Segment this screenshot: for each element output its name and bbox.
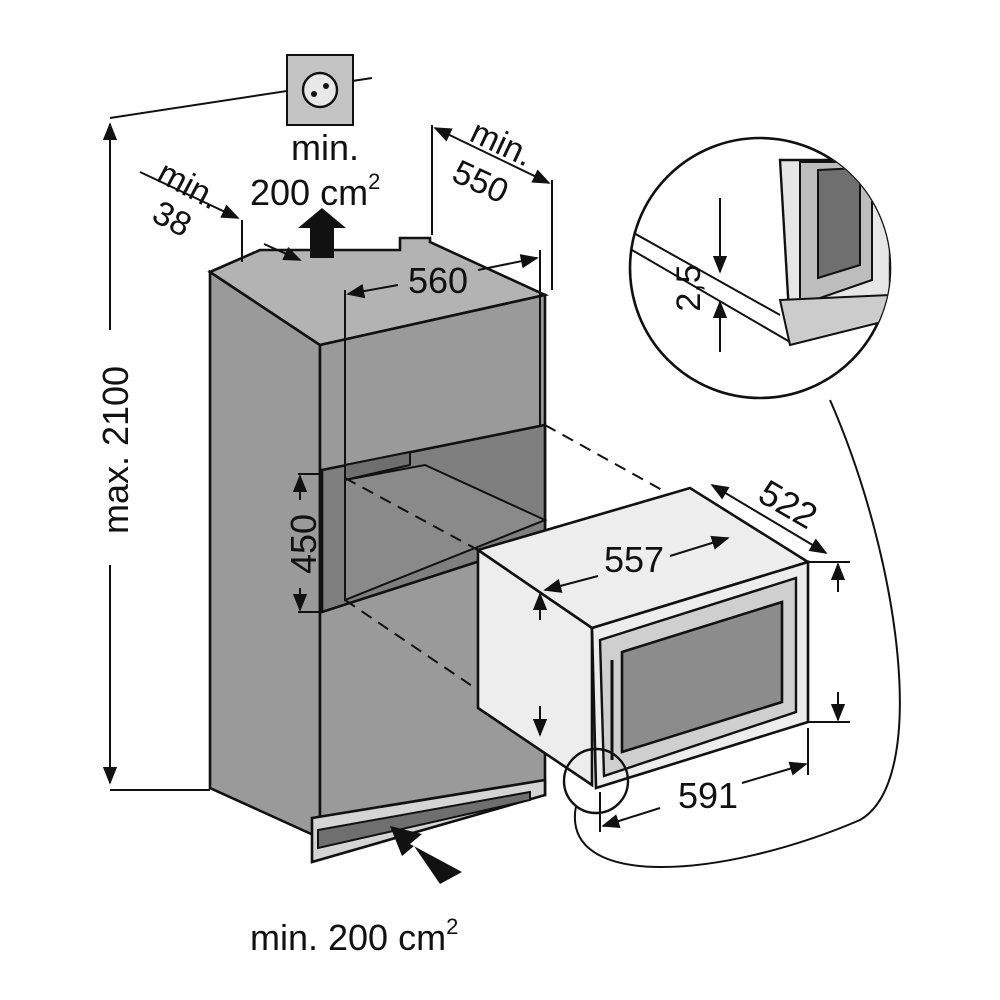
niche-width-label: 560 — [408, 260, 468, 301]
top-vent-min-label: min. — [291, 127, 359, 168]
airflow-up-arrow-icon — [298, 208, 346, 258]
niche-height-dimension: 450 — [283, 473, 324, 613]
airflow-in-arrow-icon — [390, 826, 462, 884]
device-width-dimension: 557 — [543, 535, 730, 593]
power-socket-icon — [109, 54, 373, 126]
gap-detail-label: 2,5 — [670, 264, 708, 311]
max-height-label: max. 2100 — [95, 366, 136, 534]
device-depth-label: 522 — [752, 471, 825, 537]
bottom-vent: min. 200 cm2 — [250, 826, 462, 958]
device-front-height-dimension — [808, 561, 850, 723]
front-width-label: 591 — [678, 775, 738, 816]
bottom-vent-area-label: min. 200 cm2 — [250, 914, 458, 958]
rear-gap-dimension: min. 38 — [139, 154, 243, 262]
niche-height-label: 450 — [283, 514, 324, 574]
max-height-dimension: max. 2100 — [95, 122, 210, 791]
projection-lines — [344, 424, 663, 691]
niche-width-dimension: 560 — [344, 250, 541, 470]
top-vent: min. 200 cm2 — [250, 127, 380, 261]
device-width-label: 557 — [604, 539, 664, 580]
top-vent-area-label: 200 cm2 — [250, 169, 380, 213]
